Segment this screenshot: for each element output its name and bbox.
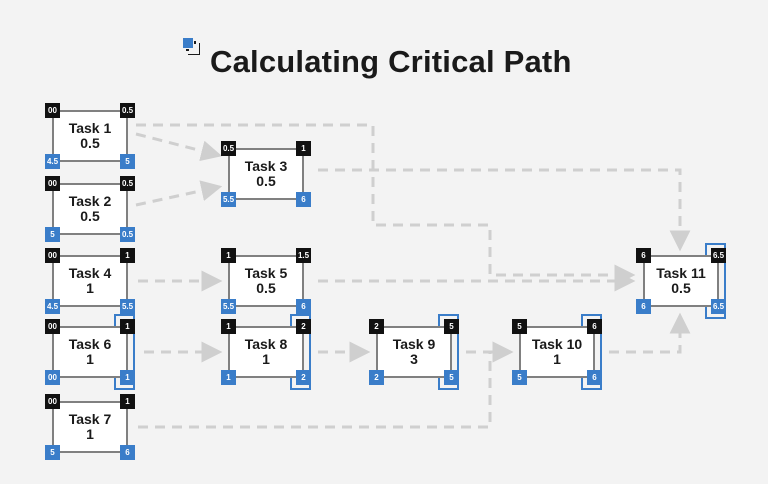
early-finish-label: 6 bbox=[587, 319, 602, 334]
early-start-label: 00 bbox=[45, 248, 60, 263]
late-finish-label: 5 bbox=[444, 370, 459, 385]
late-start-label: 5.5 bbox=[221, 299, 236, 314]
late-start-label: 5 bbox=[45, 445, 60, 460]
diagram-title: Calculating Critical Path bbox=[210, 44, 572, 79]
early-start-label: 00 bbox=[45, 103, 60, 118]
dependency-arrow-7-to-10 bbox=[138, 341, 514, 429]
early-start-label: 6 bbox=[636, 248, 651, 263]
early-finish-label: 1 bbox=[120, 248, 135, 263]
early-finish-label: 2 bbox=[296, 319, 311, 334]
task-duration: 0.5 bbox=[671, 280, 691, 296]
task-name: Task 5 bbox=[244, 265, 288, 281]
task-name: Task 10 bbox=[531, 336, 583, 352]
late-start-label: 5 bbox=[512, 370, 527, 385]
task-name: Task 6 bbox=[68, 336, 112, 352]
dependency-arrow-1-to-3 bbox=[135, 132, 223, 162]
early-start-label: 2 bbox=[369, 319, 384, 334]
late-finish-label: 6 bbox=[587, 370, 602, 385]
task-duration: 1 bbox=[262, 351, 270, 367]
late-finish-label: 6 bbox=[296, 299, 311, 314]
early-finish-label: 0.5 bbox=[120, 103, 135, 118]
early-start-label: 1 bbox=[221, 248, 236, 263]
late-start-label: 2 bbox=[369, 370, 384, 385]
task-name: Task 8 bbox=[244, 336, 288, 352]
late-start-label: 4.5 bbox=[45, 299, 60, 314]
task-name: Task 1 bbox=[68, 120, 112, 136]
early-start-label: 00 bbox=[45, 394, 60, 409]
task-name: Task 3 bbox=[244, 158, 288, 174]
task-name: Task 7 bbox=[68, 411, 112, 427]
early-finish-label: 6.5 bbox=[711, 248, 726, 263]
late-start-label: 4.5 bbox=[45, 154, 60, 169]
task-duration: 0.5 bbox=[80, 208, 100, 224]
task-duration: 1 bbox=[86, 351, 94, 367]
dependency-arrow-2-to-3 bbox=[135, 180, 223, 207]
dependency-arrow-1-to-11 bbox=[136, 123, 636, 286]
early-finish-label: 0.5 bbox=[120, 176, 135, 191]
task-duration: 0.5 bbox=[256, 173, 276, 189]
late-start-label: 5 bbox=[45, 227, 60, 242]
early-start-label: 00 bbox=[45, 319, 60, 334]
late-finish-label: 1 bbox=[120, 370, 135, 385]
late-finish-label: 5.5 bbox=[120, 299, 135, 314]
late-start-label: 1 bbox=[221, 370, 236, 385]
task-name: Task 2 bbox=[68, 193, 112, 209]
early-start-label: 00 bbox=[45, 176, 60, 191]
dependency-arrow-3-to-11 bbox=[318, 168, 691, 252]
late-finish-label: 6 bbox=[296, 192, 311, 207]
task-name: Task 11 bbox=[656, 265, 706, 281]
task-duration: 3 bbox=[410, 351, 418, 367]
late-start-label: 5.5 bbox=[221, 192, 236, 207]
diagram-logo-icon bbox=[183, 38, 203, 58]
early-start-label: 0.5 bbox=[221, 141, 236, 156]
early-finish-label: 1 bbox=[296, 141, 311, 156]
late-finish-label: 6.5 bbox=[711, 299, 726, 314]
task-duration: 1 bbox=[553, 351, 561, 367]
early-start-label: 1 bbox=[221, 319, 236, 334]
late-finish-label: 2 bbox=[296, 370, 311, 385]
task-duration: 1 bbox=[86, 280, 94, 296]
task-name: Task 9 bbox=[392, 336, 436, 352]
early-start-label: 5 bbox=[512, 319, 527, 334]
late-finish-label: 6 bbox=[120, 445, 135, 460]
task-duration: 0.5 bbox=[256, 280, 276, 296]
task-duration: 0.5 bbox=[80, 135, 100, 151]
early-finish-label: 1 bbox=[120, 394, 135, 409]
late-finish-label: 0.5 bbox=[120, 227, 135, 242]
early-finish-label: 1.5 bbox=[296, 248, 311, 263]
late-start-label: 6 bbox=[636, 299, 651, 314]
task-name: Task 4 bbox=[68, 265, 112, 281]
dependency-arrow-10-to-11 bbox=[609, 312, 691, 354]
task-duration: 1 bbox=[86, 426, 94, 442]
early-finish-label: 5 bbox=[444, 319, 459, 334]
late-start-label: 00 bbox=[45, 370, 60, 385]
early-finish-label: 1 bbox=[120, 319, 135, 334]
late-finish-label: 5 bbox=[120, 154, 135, 169]
